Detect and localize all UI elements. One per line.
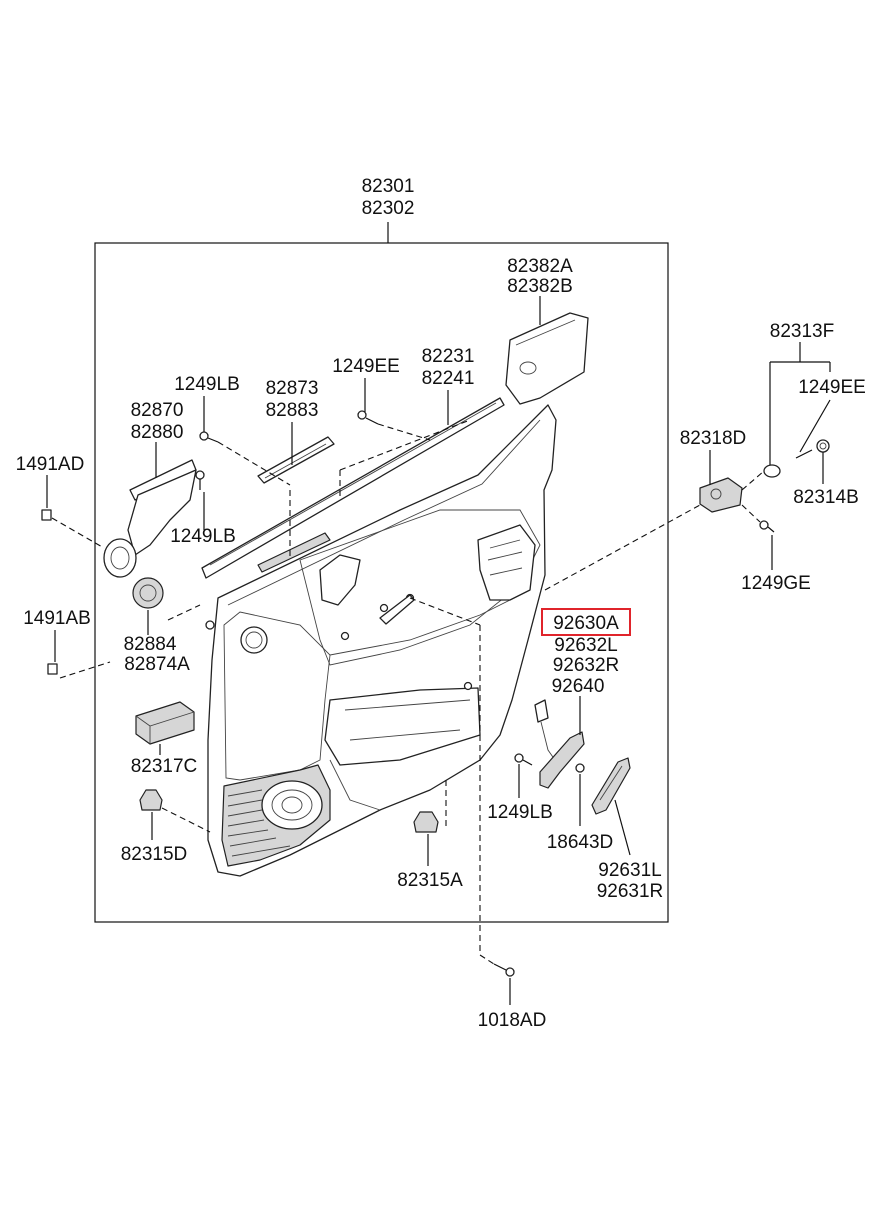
label-1249ee-right: 1249EE — [798, 377, 866, 398]
label-82313f: 82313F — [770, 321, 834, 342]
label-92630a: 92630A — [553, 613, 619, 634]
bracket-82313f — [763, 439, 830, 478]
label-82301: 82301 — [362, 176, 415, 197]
label-82874a: 82874A — [124, 654, 190, 675]
screw-1249lb-low — [514, 753, 533, 766]
label-1249ee: 1249EE — [332, 356, 400, 377]
handle-part — [699, 477, 743, 513]
garnish-strip — [257, 436, 335, 484]
lamp-assembly — [534, 699, 585, 789]
label-82382b: 82382B — [507, 276, 573, 297]
label-82241: 82241 — [422, 368, 475, 389]
label-92632l: 92632L — [554, 635, 617, 656]
label-82873: 82873 — [266, 378, 319, 399]
label-1249lb-mid: 1249LB — [170, 526, 236, 547]
label-82317c: 82317C — [131, 756, 198, 777]
label-92631l: 92631L — [598, 860, 661, 881]
label-82315d: 82315D — [121, 844, 188, 865]
clip-1491ad — [41, 509, 52, 521]
lens-part — [591, 757, 631, 815]
screw-1249ee — [357, 410, 379, 425]
label-82883: 82883 — [266, 400, 319, 421]
assembly-frame — [94, 242, 669, 923]
label-82870: 82870 — [131, 400, 184, 421]
fastener-82315d — [139, 789, 163, 811]
label-92632r: 92632R — [553, 655, 620, 676]
label-92640: 92640 — [552, 676, 605, 697]
label-82231: 82231 — [422, 346, 475, 367]
label-1018ad: 1018AD — [478, 1010, 547, 1031]
label-1249lb-low: 1249LB — [487, 802, 553, 823]
door-trim-panel — [205, 404, 557, 877]
pad-part — [135, 701, 195, 745]
label-82302: 82302 — [362, 198, 415, 219]
label-18643d: 18643D — [547, 832, 614, 853]
label-1491ab: 1491AB — [23, 608, 91, 629]
screw-1249ge — [759, 520, 775, 533]
clip-1491ab — [47, 663, 58, 675]
label-92631r: 92631R — [597, 881, 664, 902]
label-82382a: 82382A — [507, 256, 573, 277]
label-82318d: 82318D — [680, 428, 747, 449]
fastener-82315a — [413, 811, 439, 833]
molding-speaker-bracket — [103, 459, 197, 578]
label-1491ad: 1491AD — [16, 454, 85, 475]
highlight-box — [541, 608, 631, 636]
label-1249lb-top: 1249LB — [174, 374, 240, 395]
screw-1249lb-top — [199, 431, 219, 443]
grille-part — [132, 577, 164, 609]
bolt-1018ad — [493, 963, 515, 977]
pocket-part — [505, 312, 589, 405]
belt-molding — [201, 397, 505, 579]
label-82884: 82884 — [124, 634, 177, 655]
label-82880: 82880 — [131, 422, 184, 443]
screw-1249lb-mid — [195, 470, 205, 490]
label-1249ge: 1249GE — [741, 573, 811, 594]
label-82315a: 82315A — [397, 870, 463, 891]
label-82314b: 82314B — [793, 487, 859, 508]
